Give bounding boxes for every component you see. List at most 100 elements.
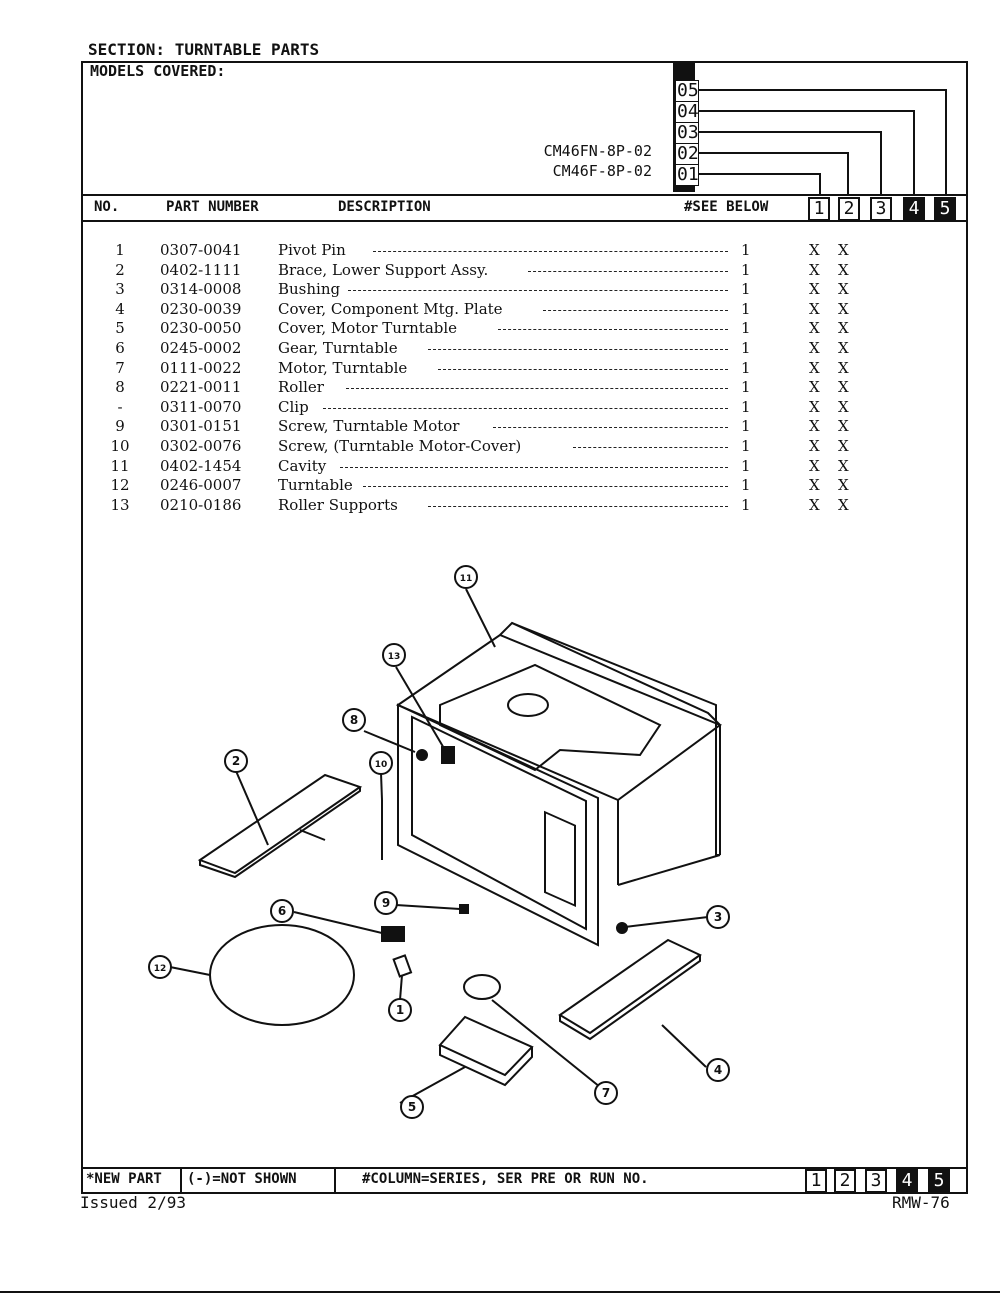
part-quantity: 1 (741, 397, 751, 416)
part-quantity: 1 (741, 241, 751, 259)
part-number: 0301-0151 (160, 417, 242, 436)
header-divider (81, 194, 968, 196)
callout-number: 7 (602, 1086, 610, 1100)
leader-dashes (438, 368, 728, 370)
series-1-mark: X (809, 280, 820, 299)
part-number: 0402-1111 (160, 260, 242, 279)
callout-circle (369, 751, 393, 775)
series-column-box: 3 (870, 197, 892, 221)
part-description: Turntable (278, 476, 353, 495)
model-name: CM46F-8P-02 (552, 162, 652, 180)
roller (416, 749, 428, 761)
series-1-mark: X (809, 299, 820, 318)
leader-dashes (573, 447, 728, 448)
callout-circle (706, 1058, 730, 1082)
series-2-mark: X (838, 456, 849, 475)
column-header-description: DESCRIPTION (338, 199, 431, 215)
part-description: Screw, (Turntable Motor-Cover) (278, 437, 522, 455)
callout-circle (400, 1095, 424, 1119)
series-2-mark: X (838, 319, 849, 338)
callout-number: 3 (714, 910, 722, 924)
roller-support (441, 746, 455, 764)
callout-number: 12 (154, 964, 167, 974)
part-description: Gear, Turntable (278, 339, 398, 357)
model-code: 01 (675, 164, 699, 186)
series-2-mark: X (838, 476, 849, 495)
part-quantity: 1 (741, 476, 751, 495)
brace-lower-support (197, 773, 363, 875)
part-quantity: 1 (741, 378, 751, 397)
leader-dashes (323, 407, 728, 409)
series-1-mark: X (809, 397, 820, 416)
series-2-mark: X (838, 397, 849, 416)
part-number: 0230-0039 (160, 299, 242, 318)
cavity-hole (507, 693, 549, 717)
callout-circle (342, 708, 366, 732)
series-1-mark: X (809, 495, 820, 514)
parts-row: 10 0302-0076 Screw, (Turntable Motor-Cover… (0, 437, 1000, 457)
leader-dashes (493, 427, 728, 429)
footer-divider (81, 1167, 968, 1169)
part-description: Roller (278, 378, 324, 397)
part-no: 9 (115, 417, 125, 436)
page-bottom-rule (0, 1291, 1000, 1293)
footer-column-note: #COLUMN=SERIES, SER PRE OR RUN NO. (362, 1171, 649, 1187)
footer-new-part: *NEW PART (86, 1171, 162, 1187)
leader-dashes (346, 388, 728, 390)
callout-number: 1 (396, 1003, 404, 1017)
series-2-mark: X (838, 437, 849, 455)
models-covered-label: MODELS COVERED: (90, 62, 226, 80)
part-no: 5 (115, 319, 125, 338)
footer-separator (180, 1168, 182, 1194)
part-number: 0246-0007 (160, 476, 242, 495)
part-no: 10 (110, 437, 130, 455)
footer-series-box: 4 (896, 1169, 918, 1193)
column-header-divider (81, 220, 968, 222)
part-no: 11 (110, 456, 130, 475)
part-no: 8 (115, 378, 125, 397)
callout-number: 4 (714, 1063, 722, 1077)
series-1-mark: X (809, 319, 820, 338)
column-header-part-number: PART NUMBER (166, 199, 259, 215)
series-2-mark: X (838, 241, 849, 259)
footer-series-box: 2 (834, 1169, 856, 1193)
screw-motor (459, 904, 469, 914)
part-number: 0302-0076 (160, 437, 242, 455)
part-number: 0245-0002 (160, 339, 242, 357)
part-quantity: 1 (741, 339, 751, 357)
part-description: Brace, Lower Support Assy. (278, 260, 489, 279)
series-1-mark: X (809, 437, 820, 455)
part-quantity: 1 (741, 456, 751, 475)
series-2-mark: X (838, 495, 849, 514)
series-1-mark: X (809, 358, 820, 377)
section-title: SECTION: TURNTABLE PARTS (88, 40, 320, 59)
series-1-mark: X (809, 260, 820, 279)
series-2-mark: X (838, 299, 849, 318)
series-column-box: 2 (838, 197, 860, 221)
callout-number: 6 (278, 904, 286, 918)
motor-cover (438, 1015, 534, 1077)
part-quantity: 1 (741, 417, 751, 436)
series-column-box: 4 (903, 197, 925, 221)
leader-dashes (528, 270, 728, 272)
footer-series-box: 5 (928, 1169, 950, 1193)
footer-not-shown: (-)=NOT SHOWN (187, 1171, 297, 1187)
series-2-mark: X (838, 378, 849, 397)
part-no: 7 (115, 358, 125, 377)
part-number: 0307-0041 (160, 241, 242, 259)
part-number: 0230-0050 (160, 319, 242, 338)
leader-dashes (373, 251, 728, 252)
callout-circle (270, 899, 294, 923)
cavity-front-frame (397, 703, 599, 947)
series-2-mark: X (838, 358, 849, 377)
